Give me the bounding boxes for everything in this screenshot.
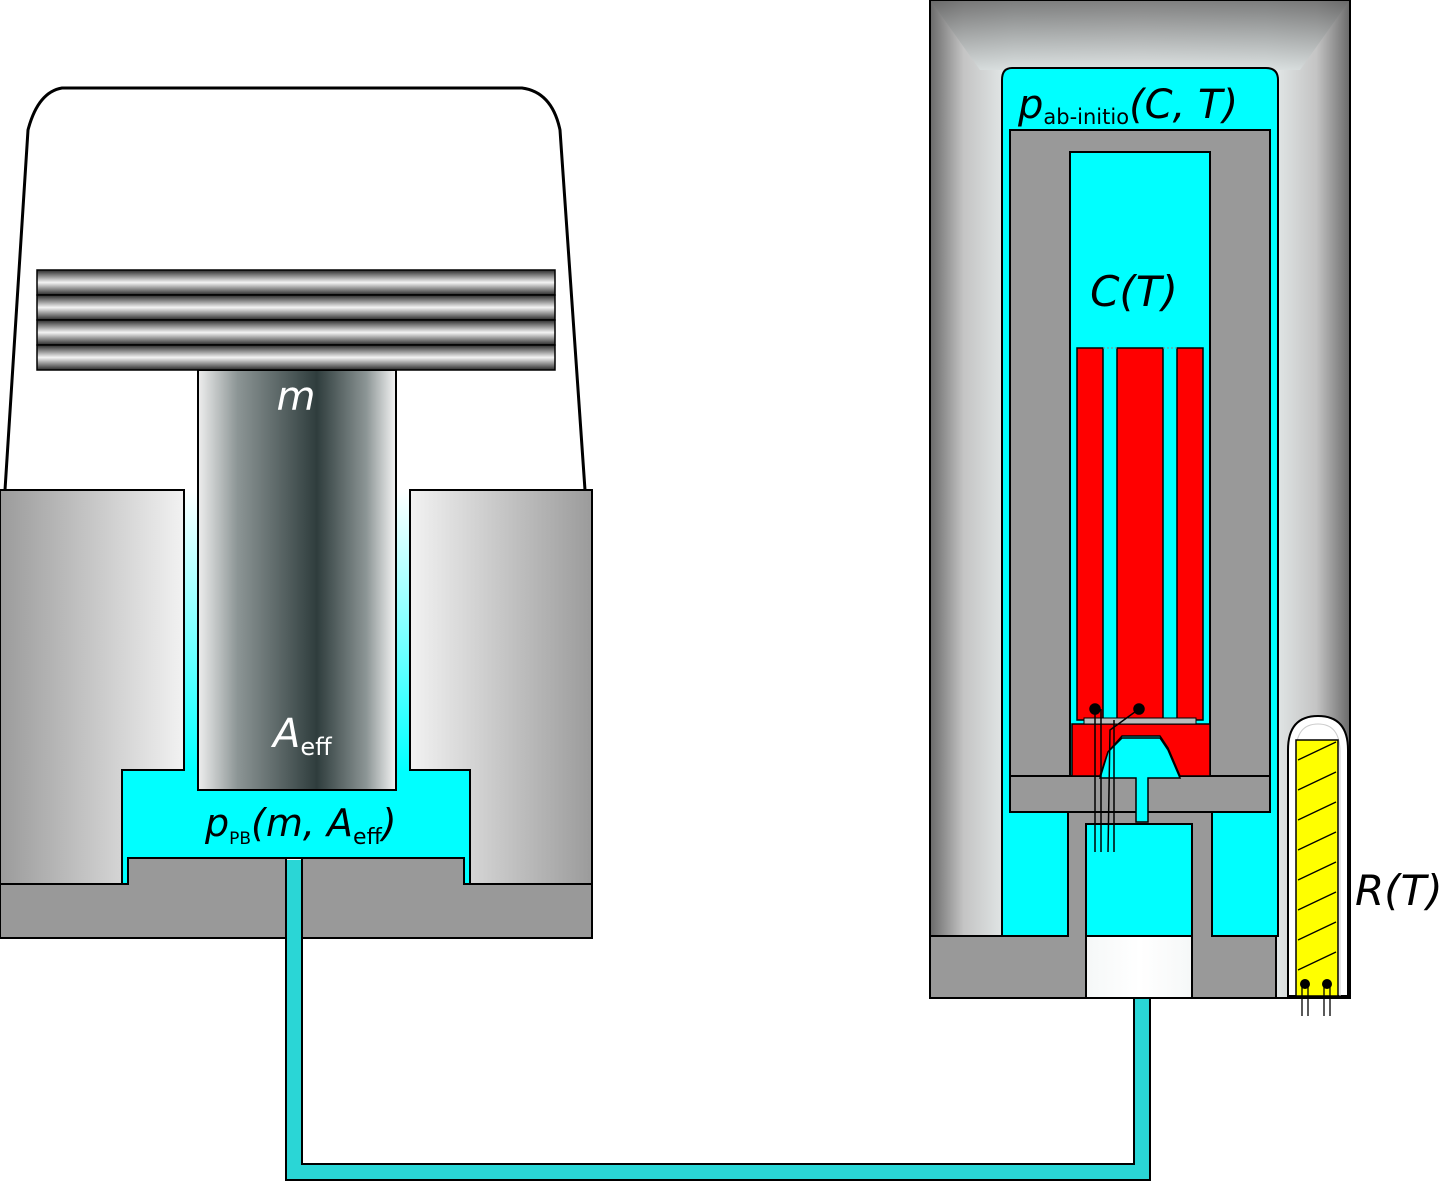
label-effective-area: Aeff bbox=[270, 711, 332, 761]
label-capacitance: C(T) bbox=[1090, 267, 1178, 316]
label-abinitio-pressure: pab-initio(C, T) bbox=[1017, 82, 1238, 129]
capacitance-cell: C(T) pab-initio(C, T) bbox=[929, 0, 1351, 999]
resistance-thermometer: R(T) bbox=[1287, 714, 1440, 1016]
electrode-insulator bbox=[1083, 717, 1197, 725]
label-pb-pressure: pPB(m, Aeff) bbox=[204, 801, 397, 850]
electrode-outer-right bbox=[1176, 347, 1204, 721]
electrode-leads bbox=[1089, 703, 1145, 853]
mass-plate bbox=[36, 294, 556, 321]
mass-plate bbox=[36, 269, 556, 296]
bell-cover bbox=[3, 86, 587, 491]
label-mass: m bbox=[277, 374, 316, 420]
electrode-outer-left bbox=[1076, 347, 1104, 721]
piston-gap-right bbox=[396, 490, 410, 772]
piston bbox=[197, 369, 397, 791]
pressure-balance: m Aeff pPB(m, Aeff) bbox=[0, 86, 593, 939]
cylinder-block-right bbox=[409, 489, 593, 885]
electrode-base bbox=[1071, 723, 1211, 777]
mass-plate bbox=[36, 319, 556, 346]
label-resistance: R(T) bbox=[1355, 866, 1440, 915]
piston-gap-left bbox=[184, 490, 198, 772]
electrode-center bbox=[1116, 347, 1164, 721]
vessel-top-shade bbox=[931, 1, 1349, 70]
thermometer-element bbox=[1295, 739, 1339, 997]
gas-inlet bbox=[1098, 737, 1182, 823]
cylinder-block-left bbox=[0, 489, 185, 885]
thermometer-winding bbox=[1297, 741, 1337, 971]
mass-plate bbox=[36, 344, 556, 371]
mass-stack bbox=[36, 269, 556, 371]
electrodes bbox=[1071, 347, 1211, 777]
